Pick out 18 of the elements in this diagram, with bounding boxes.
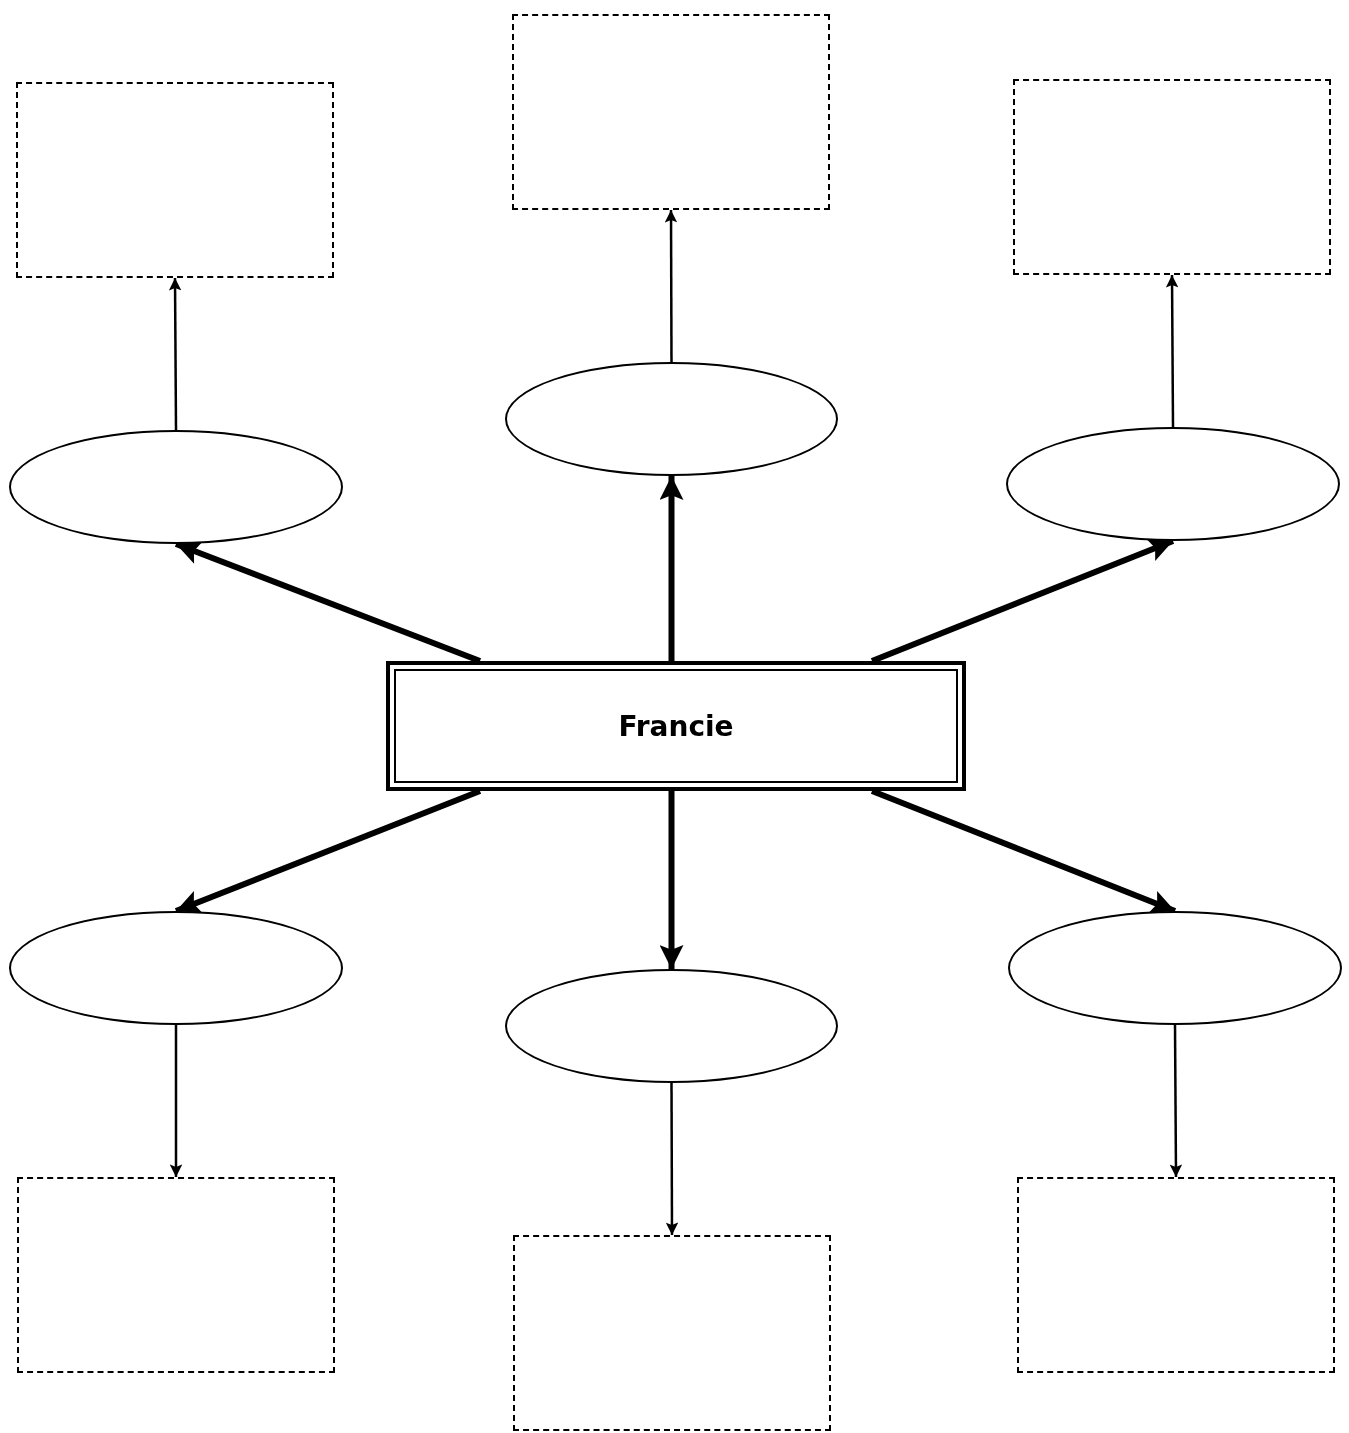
dashed-box [17,1177,335,1373]
dashed-box [16,82,334,278]
dashed-box [513,1235,831,1431]
dashed-box [512,14,830,210]
arrow [664,210,678,362]
arrow [659,476,684,661]
arrow [1165,275,1179,427]
arrow [174,541,482,664]
dashed-box [1017,1177,1335,1373]
arrow [870,538,1175,664]
arrow [659,791,684,969]
arrow [168,278,182,430]
dashed-box [1013,79,1331,275]
arrow [665,1083,679,1235]
node-label: Francie [618,709,734,743]
central-box [386,661,966,791]
arrow [169,1025,183,1177]
arrow [1169,1025,1183,1177]
